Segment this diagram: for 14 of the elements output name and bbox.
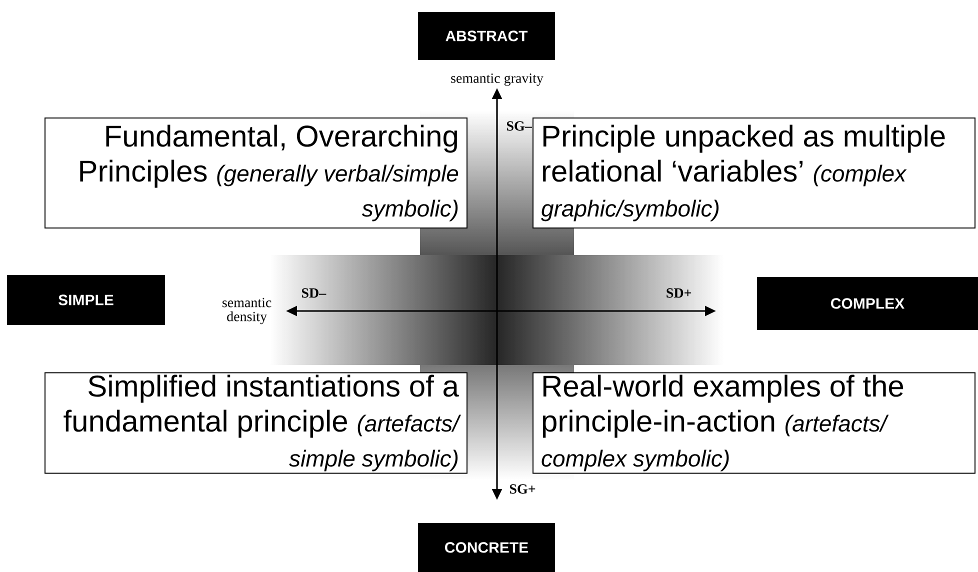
quadrant-box: Fundamental, Overarching Principles (generally verbal/simple symbolic) (44, 118, 468, 228)
quadrant-box: Real-world examples of the principle-in-action (artefacts/ complex symbolic) (532, 372, 976, 474)
axis-label: semantic density (222, 298, 272, 324)
quadrant-box: Principle unpacked as multiple relational ‘variables’ (complex graphic/symbolic) (532, 118, 976, 228)
label-box: COMPLEX (757, 277, 978, 330)
axis-label: semantic gravity (451, 74, 544, 86)
axis-label: SD– (302, 288, 326, 298)
quadrant-box: Simplified instantiations of a fundamental principle (artefacts/ simple symbolic) (44, 372, 468, 474)
axis-label: SG– (506, 121, 532, 131)
label-box: SIMPLE (7, 275, 165, 325)
axis-label: SG+ (510, 484, 536, 494)
axis-label: SD+ (666, 288, 692, 298)
label-box: ABSTRACT (418, 12, 555, 60)
label-box: CONCRETE (418, 523, 555, 572)
